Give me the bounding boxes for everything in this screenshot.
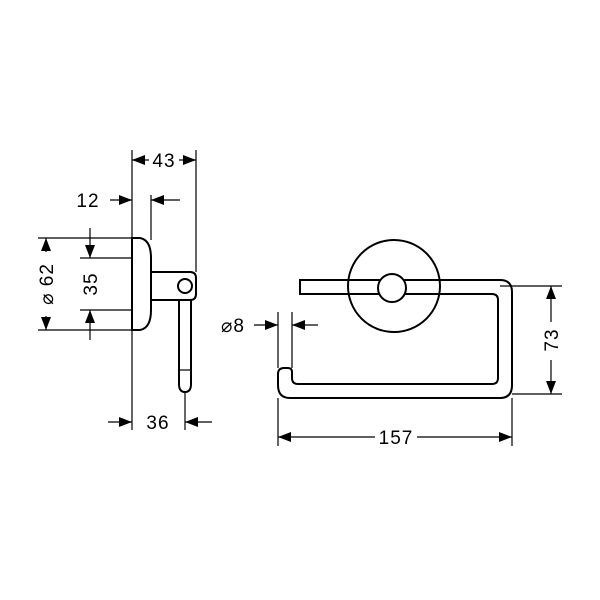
dim-plate-thickness: 12 xyxy=(76,191,180,240)
side-bracket-block xyxy=(151,271,197,301)
arrow-157-left xyxy=(278,432,291,442)
label-43: 43 xyxy=(152,151,175,172)
arrow-62-bottom xyxy=(41,317,51,330)
dim-arm-offset: 36 xyxy=(108,392,212,434)
arrow-43-right xyxy=(183,155,196,165)
label-157: 157 xyxy=(379,428,414,449)
front-rosette xyxy=(347,239,441,333)
side-rosette-plate xyxy=(131,237,152,331)
label-73: 73 xyxy=(542,328,563,351)
label-36: 36 xyxy=(146,413,169,434)
arrow-35-top xyxy=(85,245,95,258)
front-hub xyxy=(377,273,407,303)
label-12: 12 xyxy=(76,191,99,212)
label-62: ⌀ 62 xyxy=(37,263,58,305)
arrow-12-right xyxy=(151,195,164,205)
arrow-73-bottom xyxy=(546,381,556,394)
arrow-12-left xyxy=(119,195,132,205)
arrow-62-top xyxy=(41,238,51,251)
arrow-157-right xyxy=(499,432,512,442)
side-vertical-rod xyxy=(178,300,192,394)
front-holder-frame xyxy=(277,279,513,399)
front-view xyxy=(277,239,513,399)
label-8: ⌀8 xyxy=(221,316,245,337)
dim-depth-total: 43 xyxy=(131,149,197,430)
arrow-36-right xyxy=(185,417,198,427)
side-screw-circle xyxy=(177,278,193,294)
dim-bracket-height: 35 xyxy=(80,228,132,340)
arrow-8-right xyxy=(292,320,305,330)
arrow-43-left xyxy=(132,155,145,165)
label-35: 35 xyxy=(81,272,102,295)
dim-rosette-diameter: ⌀ 62 xyxy=(36,237,140,331)
dim-width-total: 157 xyxy=(277,398,513,449)
arrow-73-top xyxy=(546,286,556,299)
arrow-8-left xyxy=(265,320,278,330)
dim-height-total: 73 xyxy=(500,285,563,395)
arrow-36-left xyxy=(119,417,132,427)
arrow-35-bottom xyxy=(85,310,95,323)
side-view xyxy=(131,237,197,394)
dim-rod-diameter: ⌀8 xyxy=(221,312,318,368)
